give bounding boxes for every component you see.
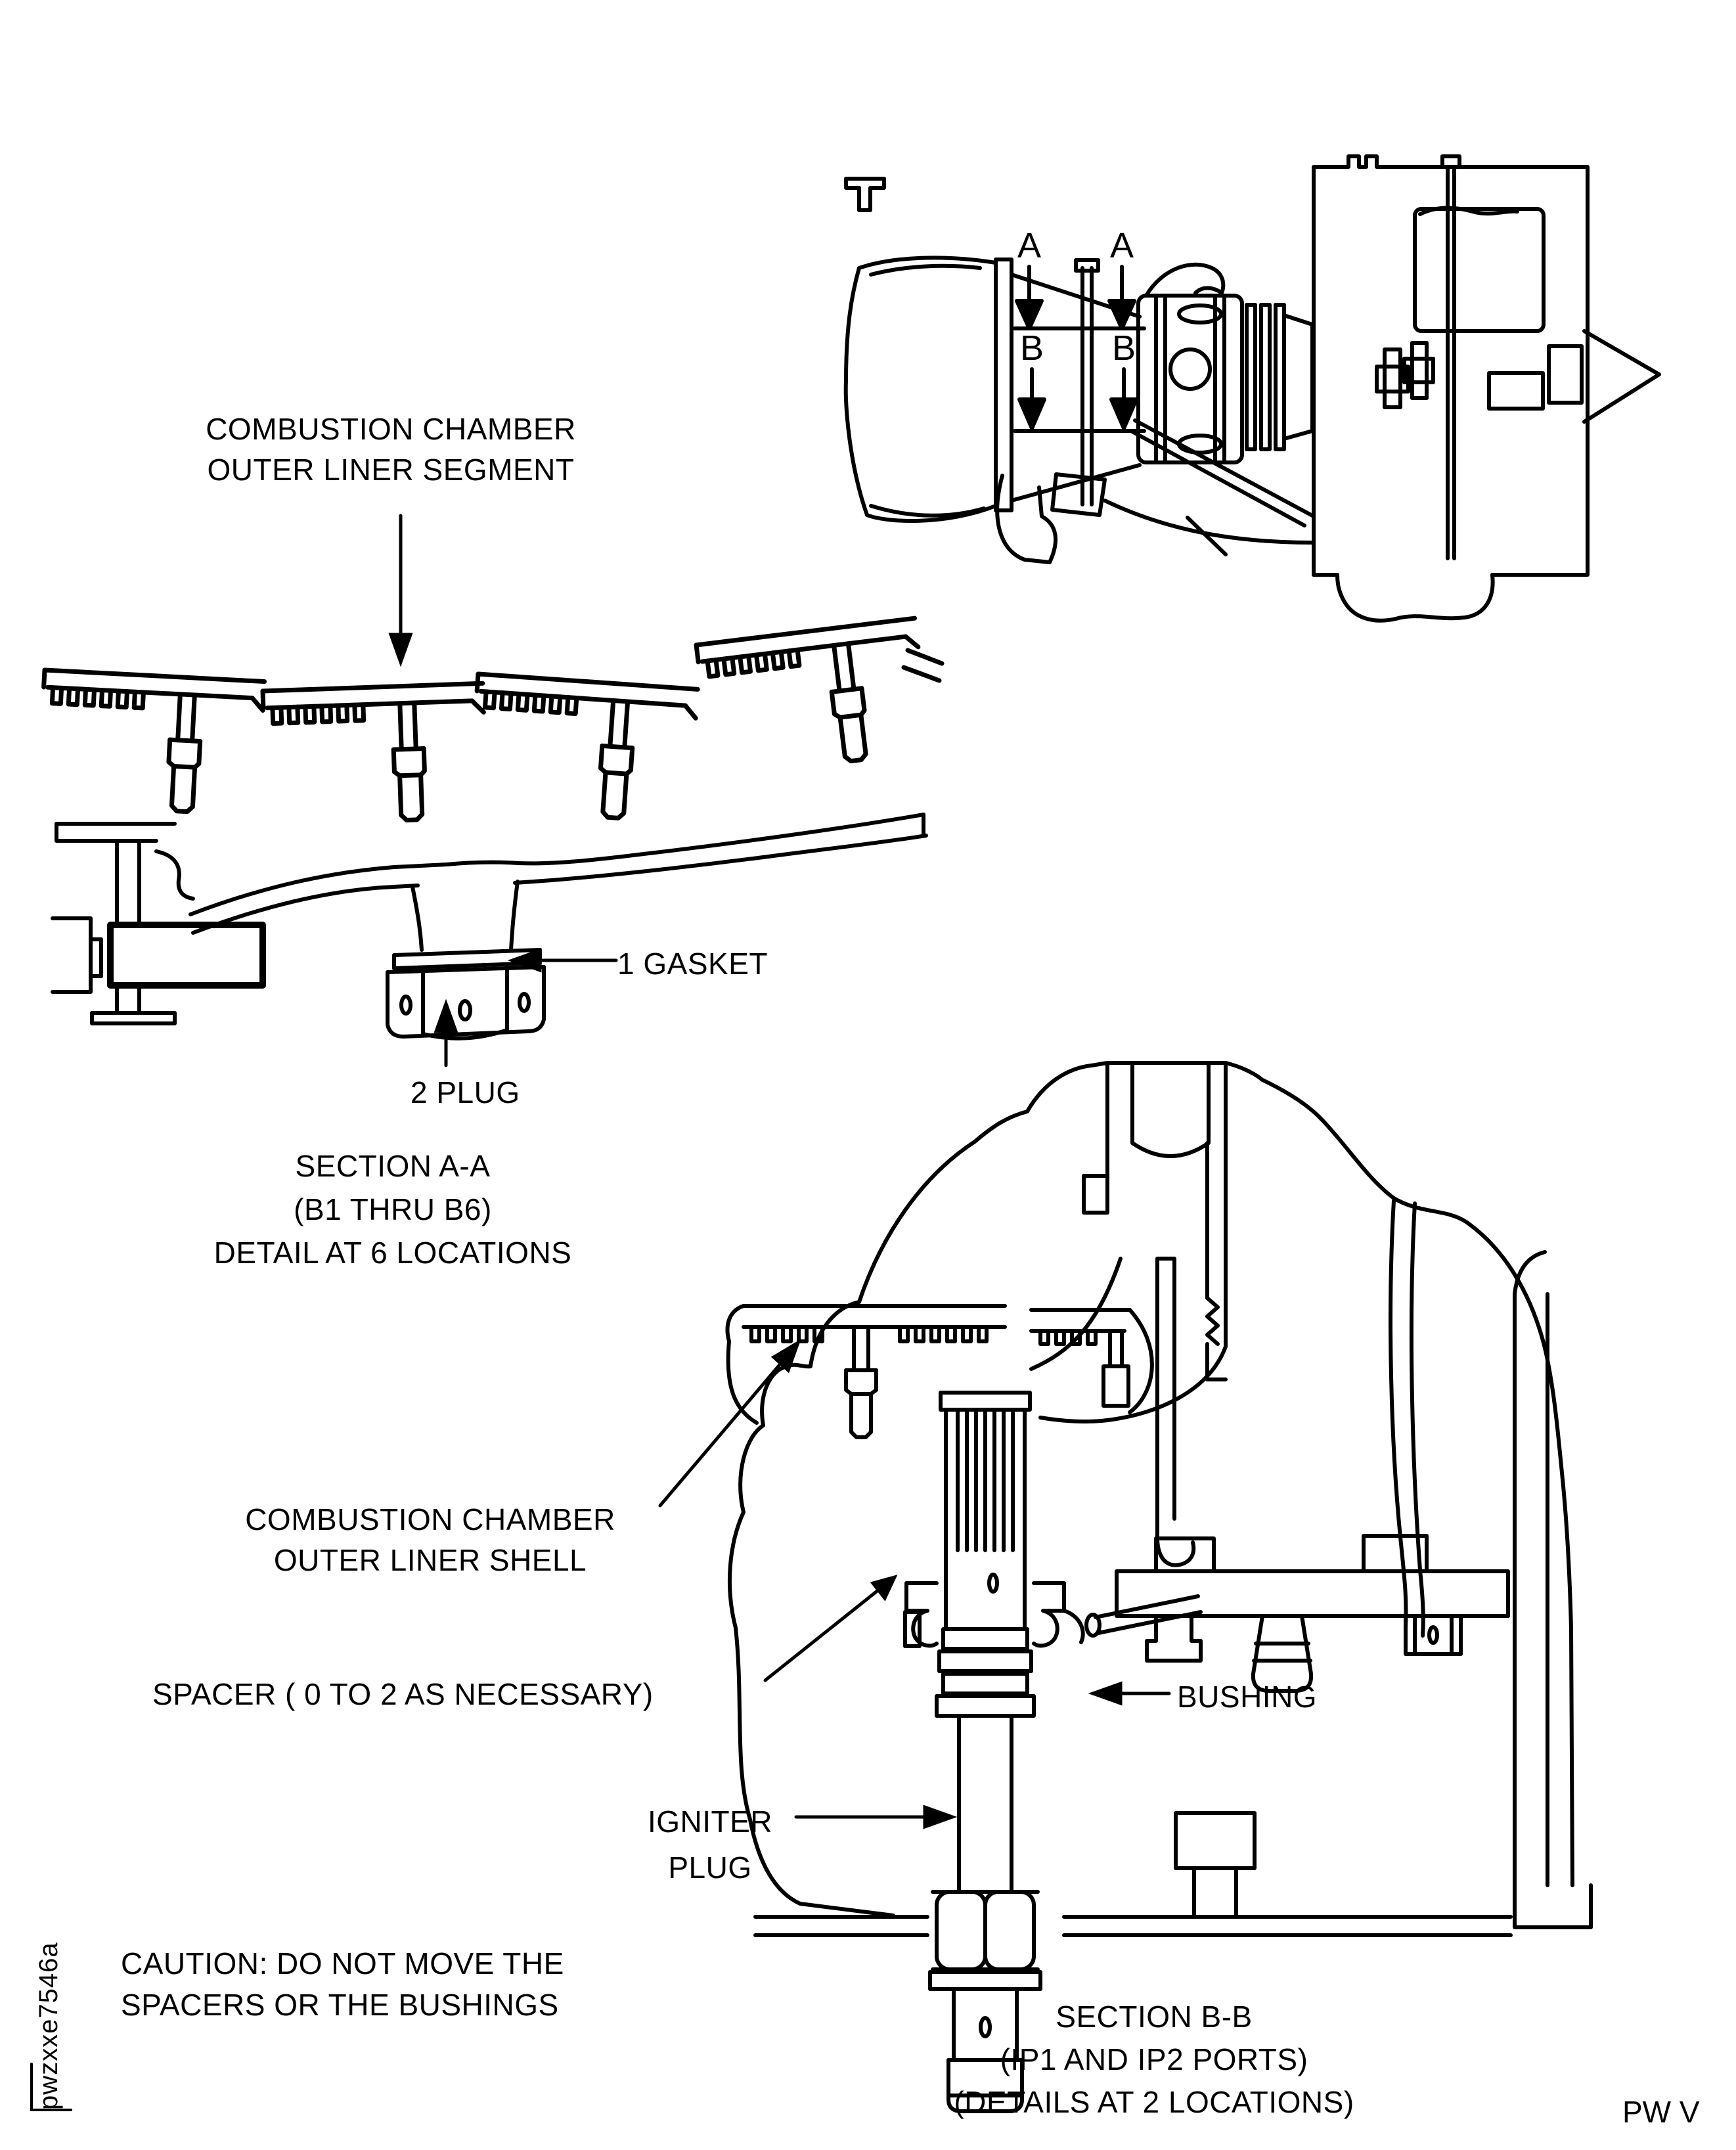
case-bottom-structure bbox=[753, 1811, 1513, 1937]
spacer-arrow bbox=[763, 1575, 898, 1682]
section-aa-caption-line2: (B1 THRU B6) bbox=[294, 1192, 492, 1226]
gearbox-case-drawing bbox=[1312, 154, 1590, 623]
spacer-and-bushing-flanges bbox=[903, 1581, 1085, 1648]
section-cut-arrows bbox=[1013, 265, 1146, 433]
plug-label: 2 PLUG bbox=[411, 1075, 520, 1109]
plug-arrow bbox=[434, 998, 458, 1067]
liner-shell-arrow bbox=[658, 1339, 801, 1508]
liner-shell-label-line2: OUTER LINER SHELL bbox=[273, 1543, 587, 1577]
fuel-manifold-shelf bbox=[1084, 1534, 1510, 1693]
section-mark-b1: B bbox=[1020, 328, 1044, 368]
section-aa-drawing bbox=[51, 813, 928, 1041]
exhaust-case-drawing bbox=[843, 177, 1013, 523]
corner-crop-mark bbox=[30, 2063, 72, 2111]
page-mark: PW V bbox=[1622, 2095, 1700, 2129]
exhaust-duct-drawing bbox=[995, 418, 1316, 564]
bushing-label: BUSHING bbox=[1177, 1680, 1318, 1714]
strip-tail-lines bbox=[901, 648, 945, 683]
liner-segment-label-line1: COMBUSTION CHAMBER bbox=[206, 412, 576, 446]
liner-segment-label: COMBUSTION CHAMBER OUTER LINER SEGMENT bbox=[108, 409, 673, 490]
igniter-plug-label: IGNITER PLUG bbox=[612, 1799, 809, 1891]
igniter-plug-arrow bbox=[794, 1804, 958, 1829]
section-bb-caption-line3: (DETAILS AT 2 LOCATIONS) bbox=[954, 2085, 1354, 2119]
liner-shell-in-section bbox=[725, 1304, 1154, 1439]
liner-segment-arrow bbox=[388, 514, 413, 667]
liner-segment-label-line2: OUTER LINER SEGMENT bbox=[207, 453, 575, 487]
section-a-arrowhead-right bbox=[1107, 299, 1136, 330]
liner-segment-strip-drawing bbox=[39, 631, 945, 828]
section-aa-caption-line1: SECTION A-A bbox=[295, 1149, 491, 1183]
liner-shell-label-line1: COMBUSTION CHAMBER bbox=[245, 1502, 615, 1536]
section-mark-a1: A bbox=[1017, 226, 1041, 265]
spinner-drawing bbox=[1547, 329, 1661, 424]
gasket-label: 1 GASKET bbox=[617, 947, 768, 981]
plug-drawing bbox=[386, 965, 546, 1041]
section-bb-caption-line1: SECTION B-B bbox=[1056, 2000, 1253, 2034]
caution-note-line1: CAUTION: DO NOT MOVE THE bbox=[121, 1946, 564, 1981]
section-bb-caption: SECTION B-B (IP1 AND IP2 PORTS) (DETAILS… bbox=[872, 1996, 1436, 2124]
section-b-arrowhead-left bbox=[1017, 397, 1046, 430]
liner-shell-label: COMBUSTION CHAMBER OUTER LINER SHELL bbox=[148, 1499, 713, 1580]
section-bb-drawing bbox=[725, 1061, 1593, 2113]
igniter-boss-drawing bbox=[1029, 1061, 1228, 1567]
figure-id-text: pwzxxe7546a bbox=[34, 1942, 63, 2110]
section-mark-b2: B bbox=[1112, 328, 1136, 368]
bushing-arrow bbox=[1088, 1681, 1171, 1706]
igniter-plug-label-line1: IGNITER bbox=[647, 1804, 773, 1839]
section-a-arrowhead-left bbox=[1015, 299, 1044, 330]
igniter-plug-column-drawing bbox=[928, 1391, 1042, 2113]
engine-overview-drawing: A A B B bbox=[843, 154, 1661, 623]
igniter-plug-label-line2: PLUG bbox=[668, 1850, 752, 1885]
gasket-arrow bbox=[507, 948, 618, 973]
section-bb-caption-line2: (IP1 AND IP2 PORTS) bbox=[1000, 2042, 1308, 2076]
liner-hanger-drawing bbox=[51, 822, 266, 1025]
gasket-drawing bbox=[392, 948, 542, 970]
section-b-arrowhead-right bbox=[1109, 397, 1138, 430]
section-mark-a2: A bbox=[1110, 226, 1134, 265]
spacer-label: SPACER ( 0 TO 2 AS NECESSARY) bbox=[152, 1677, 654, 1711]
liner-shell-profile bbox=[189, 813, 928, 952]
caution-note: CAUTION: DO NOT MOVE THE SPACERS OR THE … bbox=[121, 1943, 564, 2026]
section-aa-caption: SECTION A-A (B1 THRU B6) DETAIL AT 6 LOC… bbox=[110, 1144, 675, 1274]
section-aa-caption-line3: DETAIL AT 6 LOCATIONS bbox=[213, 1236, 572, 1270]
caution-note-line2: SPACERS OR THE BUSHINGS bbox=[121, 1988, 559, 2022]
